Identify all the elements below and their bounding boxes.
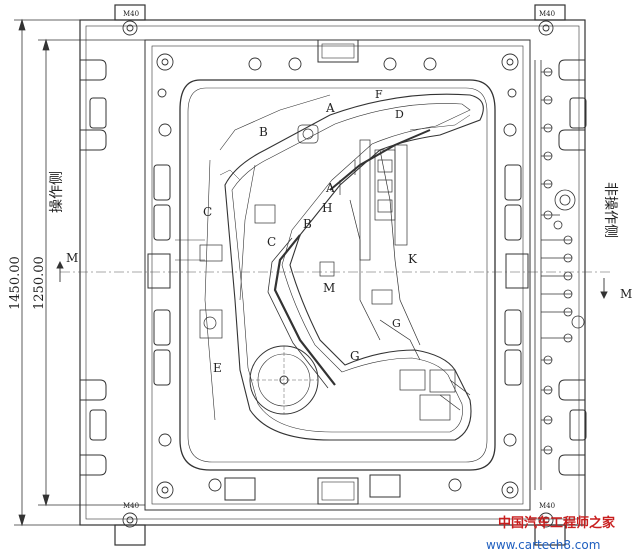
section-label-D: D xyxy=(395,108,404,121)
section-label-B2: B xyxy=(303,217,312,231)
section-label-C1: C xyxy=(203,205,212,219)
axis-arrows xyxy=(56,260,608,300)
bolt-label-top-right: M40 xyxy=(539,10,555,18)
bolt-label-top-left: M40 xyxy=(123,10,139,18)
section-label-B1: B xyxy=(259,125,268,139)
watermark-chinese: 中国汽车工程师之家 xyxy=(498,515,616,531)
dimension-inner-label: 1250.00 xyxy=(32,256,47,310)
section-label-G1: G xyxy=(350,349,360,363)
right-fittings xyxy=(534,60,585,490)
die-frame xyxy=(79,4,586,546)
operating-side-label: 操作侧 xyxy=(49,171,65,213)
section-label-C2: C xyxy=(267,235,276,249)
section-label-M: M xyxy=(323,281,335,295)
lifting-pockets xyxy=(147,39,529,505)
section-label-K: K xyxy=(408,252,418,266)
detail-blocks xyxy=(175,114,471,421)
axis-mark-right: M xyxy=(620,287,632,301)
dimension-lines xyxy=(14,18,145,527)
bolt-label-bottom-right: M40 xyxy=(539,502,555,510)
axis-mark-left: M xyxy=(66,251,78,265)
watermark-url: www.cartech8.com xyxy=(486,538,600,552)
part-outline xyxy=(204,93,484,441)
bolt-label-bottom-left: M40 xyxy=(123,502,139,510)
non-operating-side-label: 非操作侧 xyxy=(602,182,618,238)
section-label-A1: A xyxy=(325,101,335,115)
dimension-outer-label: 1450.00 xyxy=(8,256,23,310)
right-handle-slots xyxy=(504,59,587,476)
left-handle-slots xyxy=(80,59,171,476)
section-label-G2: G xyxy=(392,317,401,330)
section-label-E: E xyxy=(213,361,222,375)
bolt-holes xyxy=(122,20,554,528)
section-label-A2: A xyxy=(325,181,335,195)
round-boss xyxy=(249,345,319,415)
section-label-H: H xyxy=(322,201,332,215)
section-label-F: F xyxy=(375,88,383,101)
